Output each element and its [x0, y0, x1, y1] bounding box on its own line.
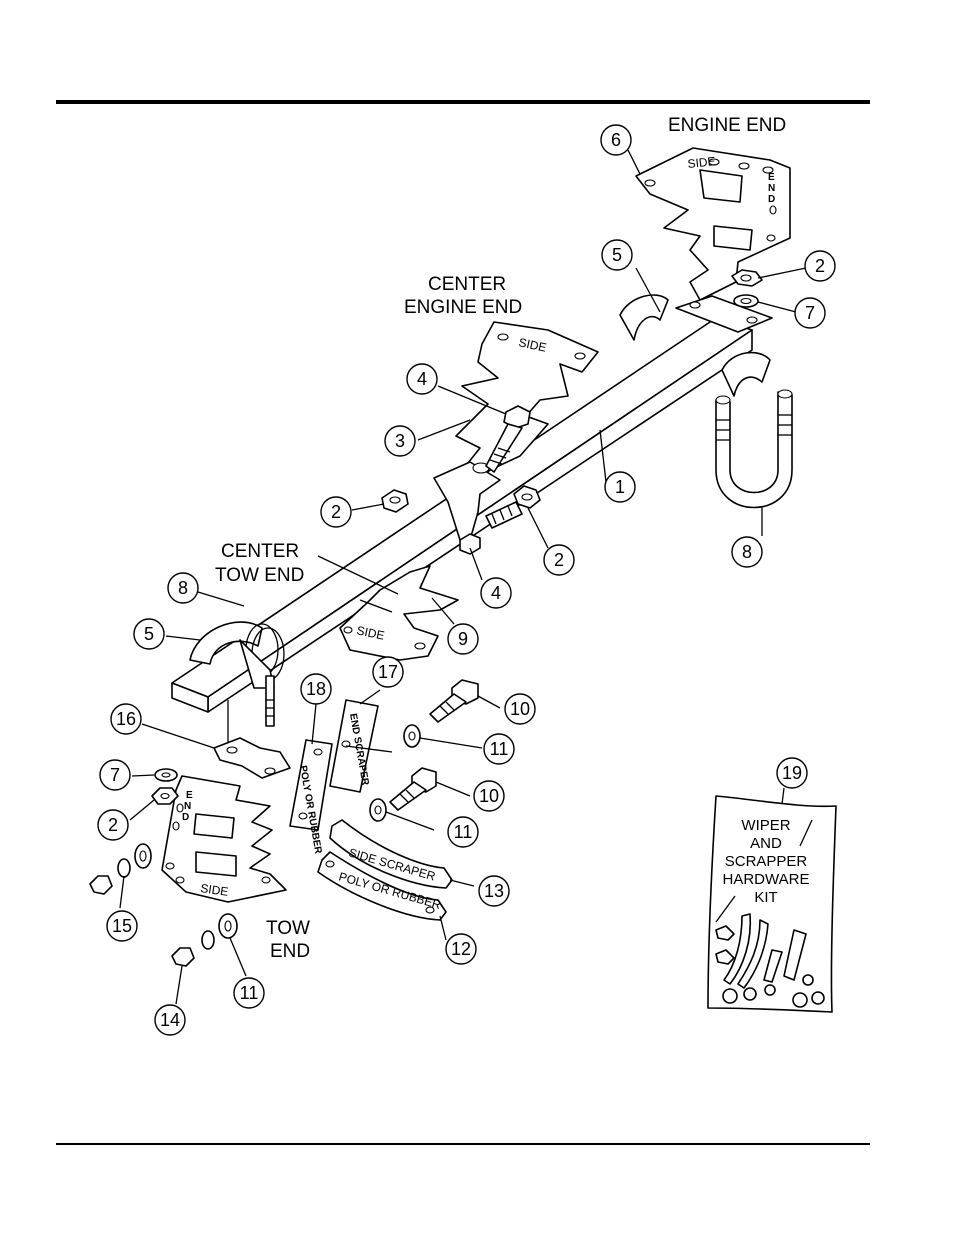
kit-line-1: WIPER	[741, 817, 790, 834]
callout-12: 12	[451, 939, 471, 959]
callout-10-lower: 10	[479, 786, 499, 806]
callout-4-lower: 4	[491, 583, 501, 603]
washer-nut-tow	[152, 769, 178, 804]
callout-7-engine: 7	[805, 303, 815, 323]
callout-14: 14	[160, 1010, 180, 1030]
kit-line-4: HARDWARE	[723, 871, 810, 888]
callout-17: 17	[378, 662, 398, 682]
callout-11-upper: 11	[490, 739, 509, 759]
callout-3: 3	[395, 431, 405, 451]
hardware-stack-15	[90, 844, 151, 894]
callout-11-tow: 11	[240, 983, 259, 1003]
callout-13: 13	[484, 881, 504, 901]
end-scraper-part-17: END SCRAPER	[330, 700, 378, 792]
label-center-engine-end-1: CENTER	[428, 274, 506, 295]
kit-line-3: SCRAPPER	[725, 853, 808, 870]
header-rule	[56, 100, 870, 104]
callout-6: 6	[611, 130, 621, 150]
callout-15: 15	[112, 916, 132, 936]
label-center-tow-end-2: TOW END	[215, 565, 304, 586]
poly-rubber-strip-part-18: POLY OR RUBBER	[290, 740, 332, 855]
callout-2-center-right: 2	[554, 550, 564, 570]
hardware-kit-bag-part-19: WIPER AND SCRAPPER HARDWARE KIT	[708, 796, 836, 1012]
callout-18: 18	[306, 679, 326, 699]
callout-9: 9	[458, 629, 468, 649]
label-engine-end: ENGINE END	[668, 115, 786, 136]
stamp-side-engine: SIDE	[687, 154, 716, 171]
callout-8-engine: 8	[742, 542, 752, 562]
nut-washer-engine	[732, 270, 762, 307]
callout-11-lower: 11	[454, 822, 473, 842]
callout-16: 16	[116, 709, 136, 729]
footer-rule	[56, 1143, 870, 1145]
callout-10-upper: 10	[510, 699, 530, 719]
hardware-stack-14	[172, 914, 237, 966]
washer-part-11-lower	[370, 799, 386, 821]
u-bolt-part-8-engine	[716, 390, 792, 508]
tow-end-bracket-part-16	[214, 700, 290, 778]
callout-7-tow: 7	[110, 765, 120, 785]
callout-4-upper: 4	[417, 369, 427, 389]
callout-2-tow: 2	[108, 815, 118, 835]
bolt-part-10-upper	[430, 680, 478, 722]
callout-5-tow: 5	[144, 624, 154, 644]
callout-2-center-left: 2	[331, 502, 341, 522]
callout-19: 19	[782, 763, 802, 783]
washer-part-11-upper	[404, 725, 420, 747]
kit-line-5: KIT	[754, 889, 777, 906]
label-tow-end-2: END	[270, 941, 310, 962]
kit-line-2: AND	[750, 835, 782, 852]
label-center-engine-end-2: ENGINE END	[404, 297, 522, 318]
callout-8-tow: 8	[178, 578, 188, 598]
nut-center-left	[382, 490, 408, 512]
callout-2-engine: 2	[815, 256, 825, 276]
label-center-tow-end-1: CENTER	[221, 541, 299, 562]
callout-5-engine: 5	[612, 245, 622, 265]
bolt-part-10-lower	[390, 768, 436, 810]
label-tow-end-1: TOW	[266, 918, 310, 939]
callout-1: 1	[615, 477, 625, 497]
